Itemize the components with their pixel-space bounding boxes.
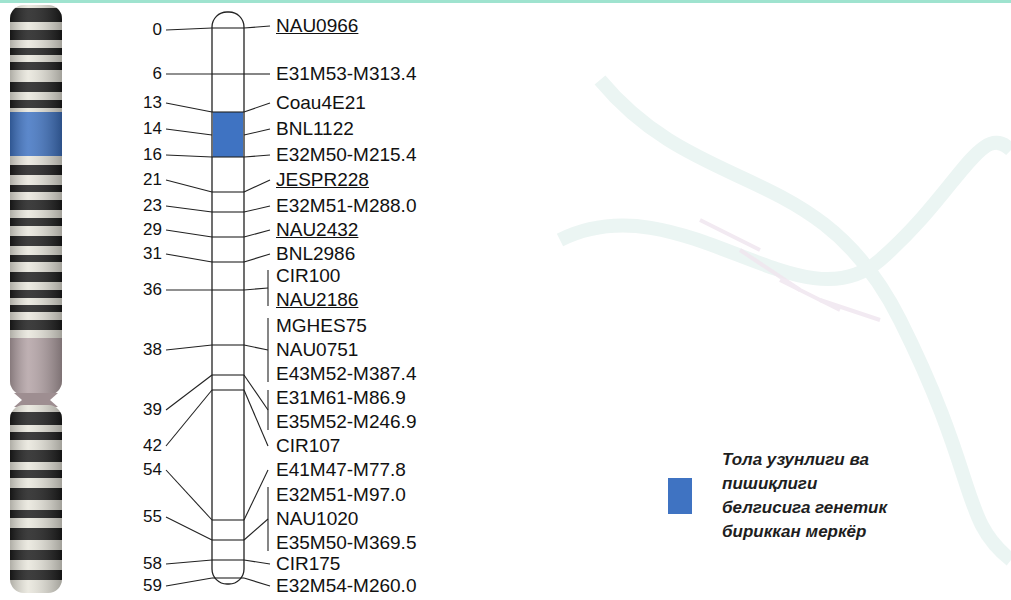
- right-leaders: [244, 26, 270, 586]
- marker-name: CIR100: [276, 265, 340, 287]
- marker-name: E41M47-M77.8: [276, 459, 406, 481]
- marker-name: E32M51-M288.0: [276, 195, 416, 217]
- position-number: 59: [143, 576, 162, 596]
- marker-name: CIR107: [276, 435, 340, 457]
- position-number: 14: [143, 119, 162, 139]
- position-number: 39: [143, 400, 162, 420]
- linkage-bar: [212, 12, 244, 584]
- dna-rungs: [700, 220, 880, 320]
- marker-name: NAU1020: [276, 508, 358, 530]
- position-number: 55: [143, 507, 162, 527]
- position-number: 6: [153, 64, 162, 84]
- upper-arm: [10, 5, 62, 395]
- marker-name: JESPR228: [276, 169, 369, 191]
- marker-name: NAU2432: [276, 219, 358, 241]
- position-number: 29: [143, 220, 162, 240]
- marker-name: E35M52-M246.9: [276, 411, 416, 433]
- lower-arm: [10, 405, 62, 593]
- position-number: 38: [143, 340, 162, 360]
- bar-crossings: [212, 28, 244, 578]
- position-number: 42: [143, 436, 162, 456]
- highlight-region: [213, 112, 243, 157]
- top-strip: [0, 0, 1011, 3]
- marker-name: BNL2986: [276, 243, 355, 265]
- marker-name: MGHES75: [276, 315, 367, 337]
- centromere: [14, 393, 58, 407]
- marker-name: E32M51-M97.0: [276, 484, 406, 506]
- marker-name: E32M50-M215.4: [276, 144, 416, 166]
- marker-name: E31M61-M86.9: [276, 387, 406, 409]
- legend-text: Тола узунлиги ва пишиқлиги белгисига ген…: [722, 448, 892, 544]
- position-number: 31: [143, 244, 162, 264]
- marker-name: NAU0966: [276, 15, 358, 37]
- position-number: 0: [153, 20, 162, 40]
- position-number: 13: [143, 93, 162, 113]
- dna-watermark: [560, 80, 1011, 560]
- marker-name: NAU0751: [276, 339, 358, 361]
- position-number: 54: [143, 460, 162, 480]
- left-leaders: [166, 28, 212, 586]
- marker-name: NAU2186: [276, 289, 358, 311]
- legend-swatch: [668, 478, 692, 514]
- position-number: 23: [143, 196, 162, 216]
- marker-name: E35M50-M369.5: [276, 532, 416, 554]
- marker-name: E32M54-M260.0: [276, 575, 416, 597]
- position-number: 21: [143, 170, 162, 190]
- marker-name: BNL1122: [276, 118, 354, 140]
- position-number: 36: [143, 280, 162, 300]
- position-number: 58: [143, 554, 162, 574]
- marker-name: Coau4E21: [276, 92, 366, 114]
- position-number: 16: [143, 145, 162, 165]
- marker-name: E43M52-M387.4: [276, 363, 416, 385]
- marker-name: E31M53-M313.4: [276, 63, 416, 85]
- marker-name: CIR175: [276, 553, 340, 575]
